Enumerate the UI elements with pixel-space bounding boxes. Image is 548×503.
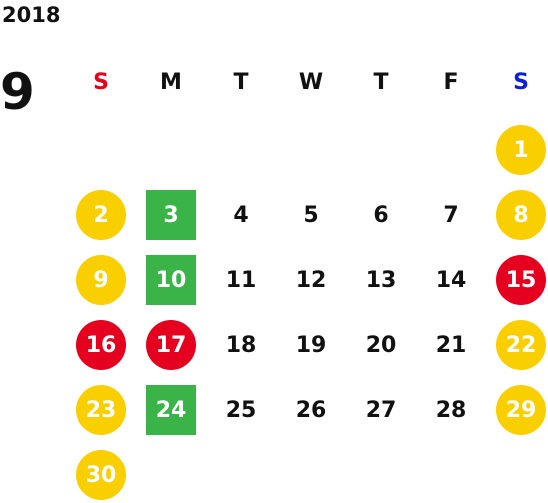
- day-cell-19[interactable]: 19: [295, 332, 327, 358]
- day-cell-3[interactable]: 3: [146, 190, 196, 240]
- weekday-header-5: F: [443, 70, 459, 95]
- day-cell-9[interactable]: 9: [76, 255, 126, 305]
- day-cell-26[interactable]: 26: [295, 397, 327, 423]
- weekday-header-3: W: [298, 70, 324, 95]
- day-cell-25[interactable]: 25: [225, 397, 257, 423]
- weekday-header-2: T: [233, 70, 249, 95]
- day-cell-6[interactable]: 6: [373, 202, 389, 228]
- day-cell-27[interactable]: 27: [365, 397, 397, 423]
- day-cell-2[interactable]: 2: [76, 190, 126, 240]
- day-cell-12[interactable]: 12: [295, 267, 327, 293]
- day-cell-20[interactable]: 20: [365, 332, 397, 358]
- day-cell-5[interactable]: 5: [303, 202, 319, 228]
- day-cell-24[interactable]: 24: [146, 385, 196, 435]
- weekday-header-4: T: [373, 70, 389, 95]
- day-cell-11[interactable]: 11: [225, 267, 257, 293]
- day-cell-10[interactable]: 10: [146, 255, 196, 305]
- day-cell-1[interactable]: 1: [496, 125, 546, 175]
- day-cell-7[interactable]: 7: [443, 202, 459, 228]
- day-cell-13[interactable]: 13: [365, 267, 397, 293]
- day-cell-17[interactable]: 17: [146, 320, 196, 370]
- day-cell-15[interactable]: 15: [496, 255, 546, 305]
- day-cell-22[interactable]: 22: [496, 320, 546, 370]
- day-cell-16[interactable]: 16: [76, 320, 126, 370]
- day-cell-18[interactable]: 18: [225, 332, 257, 358]
- day-cell-23[interactable]: 23: [76, 385, 126, 435]
- day-cell-21[interactable]: 21: [435, 332, 467, 358]
- month-number: 9: [0, 63, 35, 121]
- day-cell-28[interactable]: 28: [435, 397, 467, 423]
- day-cell-30[interactable]: 30: [76, 450, 126, 500]
- day-cell-29[interactable]: 29: [496, 385, 546, 435]
- day-cell-14[interactable]: 14: [435, 267, 467, 293]
- weekday-header-1: M: [160, 70, 182, 95]
- year-label: 2018: [2, 3, 61, 27]
- weekday-header-6: S: [513, 70, 529, 95]
- weekday-header-0: S: [93, 70, 109, 95]
- day-cell-8[interactable]: 8: [496, 190, 546, 240]
- day-cell-4[interactable]: 4: [233, 202, 249, 228]
